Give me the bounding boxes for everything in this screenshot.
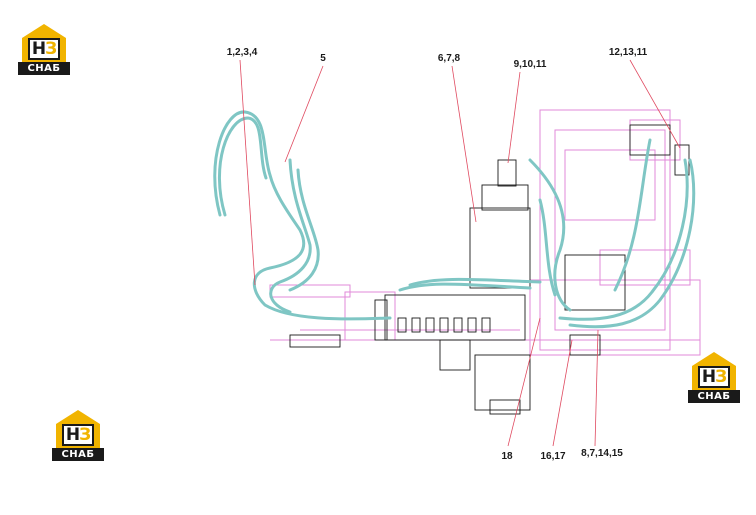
brand-logo: НЗ СНАБ bbox=[50, 410, 106, 462]
logo-brand-text: СНАБ bbox=[688, 390, 740, 403]
logo-mark: НЗ bbox=[698, 366, 730, 388]
callout-label: 1,2,3,4 bbox=[226, 47, 258, 58]
logo-brand-text: СНАБ bbox=[18, 62, 70, 75]
logo-mark: НЗ bbox=[28, 38, 60, 60]
hydraulic-hoses bbox=[213, 110, 696, 329]
callout-label: 12,13,11 bbox=[608, 47, 648, 58]
callout-label: 5 bbox=[320, 53, 326, 64]
callout-label: 8,7,14,15 bbox=[581, 448, 623, 459]
components bbox=[289, 124, 690, 415]
valve-stack bbox=[397, 317, 491, 333]
brand-logo: НЗ СНАБ bbox=[16, 24, 72, 76]
callout-label: 16,17 bbox=[540, 451, 566, 462]
callout-label: 18 bbox=[501, 451, 513, 462]
logo-mark: НЗ bbox=[62, 424, 94, 446]
brand-logo: НЗ СНАБ bbox=[686, 352, 742, 404]
leader-lines bbox=[239, 59, 681, 447]
logo-brand-text: СНАБ bbox=[52, 448, 104, 461]
callout-label: 9,10,11 bbox=[513, 59, 547, 70]
callout-label: 6,7,8 bbox=[437, 53, 461, 64]
